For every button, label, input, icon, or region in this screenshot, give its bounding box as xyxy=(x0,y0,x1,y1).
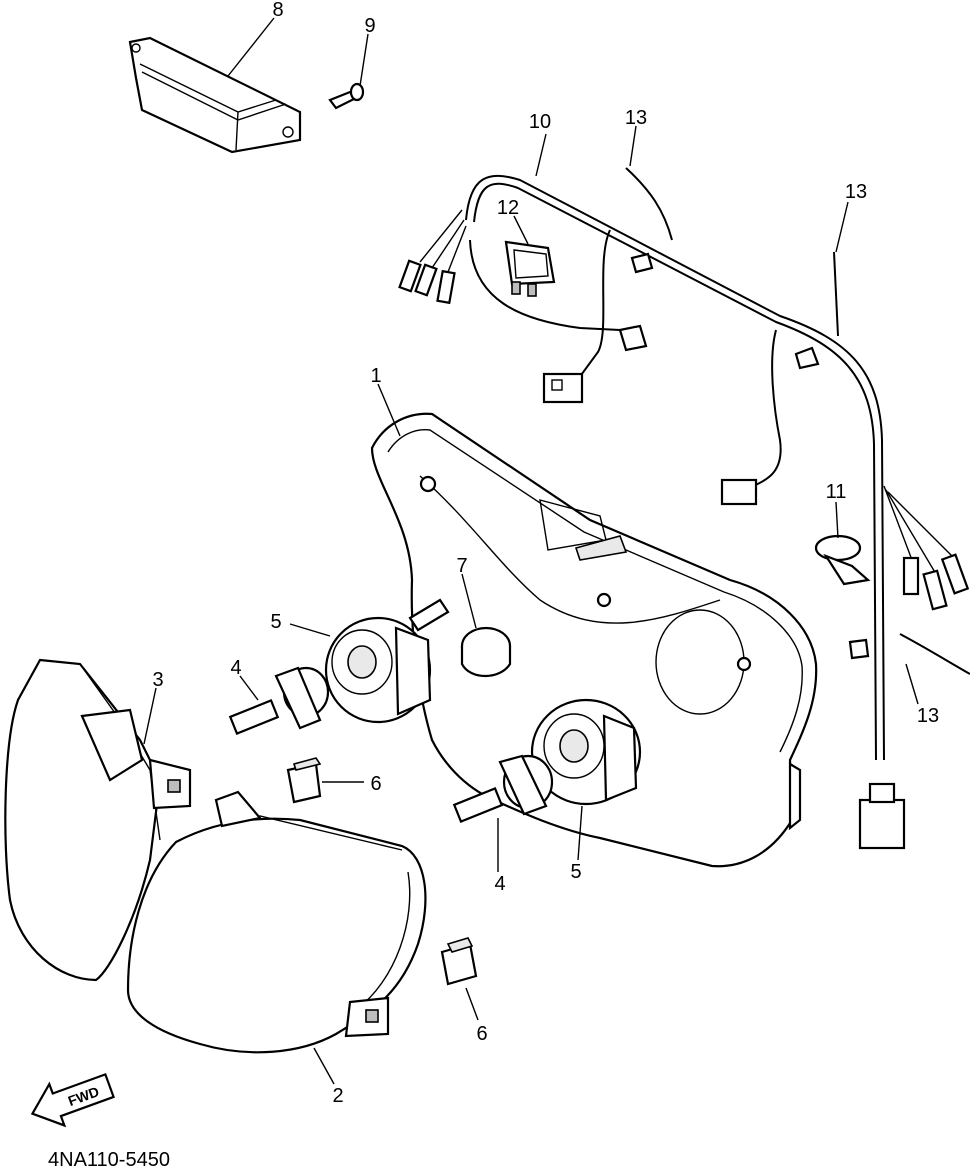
callout-5-lower: 5 xyxy=(570,861,581,883)
callout-4-upper: 4 xyxy=(230,657,241,679)
part-1-headlight-housing xyxy=(370,412,818,868)
callout-3: 3 xyxy=(152,669,163,691)
part-11-clamp xyxy=(814,534,871,586)
part-13-cable-ties xyxy=(625,167,970,675)
callout-9: 9 xyxy=(364,15,375,37)
part-6-holder-upper xyxy=(286,757,322,804)
callout-12: 12 xyxy=(497,197,519,219)
part-8-cover-plate xyxy=(128,36,302,154)
callout-4-lower: 4 xyxy=(494,873,505,895)
part-2-lens-front xyxy=(126,790,427,1054)
callout-13-top: 13 xyxy=(625,107,647,129)
part-9-screw xyxy=(328,82,365,110)
callout-1: 1 xyxy=(370,365,381,387)
callout-6-upper: 6 xyxy=(370,773,381,795)
callout-labels: 8 9 10 13 13 12 1 11 7 5 3 4 13 6 4 5 6 … xyxy=(152,0,939,1107)
part-4-bulb-upper xyxy=(228,666,330,736)
part-7-cap xyxy=(460,626,512,677)
callout-6-lower: 6 xyxy=(476,1023,487,1045)
part-12-relay xyxy=(504,240,556,297)
callout-13-bottom: 13 xyxy=(917,705,939,727)
callout-10: 10 xyxy=(529,111,551,133)
part-5-socket-lower xyxy=(530,698,642,806)
callout-13-right: 13 xyxy=(845,181,867,203)
fwd-direction-arrow: FWD xyxy=(30,1072,115,1128)
part-3-lens-left xyxy=(4,658,192,982)
part-10-wire-harness xyxy=(398,174,970,850)
callout-11: 11 xyxy=(826,481,847,503)
part-6-holder-lower xyxy=(440,937,478,986)
part-4-bulb-lower xyxy=(452,754,554,824)
callout-7: 7 xyxy=(456,555,467,577)
callout-2: 2 xyxy=(332,1085,343,1107)
leader-lines xyxy=(143,17,919,1085)
drawing-code: 4NA110-5450 xyxy=(48,1149,170,1171)
part-5-socket-upper xyxy=(324,598,450,724)
callout-8: 8 xyxy=(272,0,283,21)
callout-5-upper: 5 xyxy=(270,611,281,633)
